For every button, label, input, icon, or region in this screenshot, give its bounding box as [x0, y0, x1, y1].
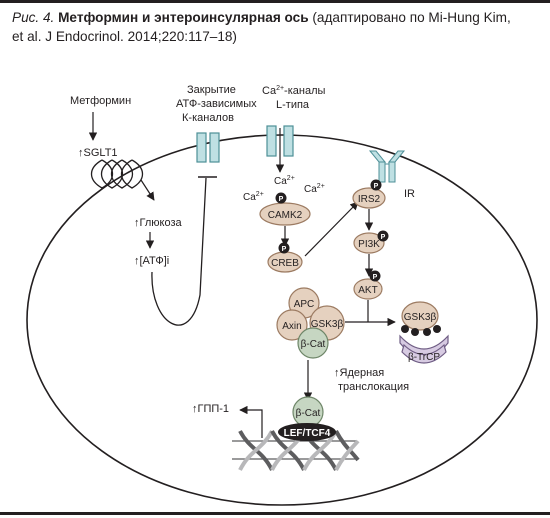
btrcp-label: β-TrCP — [408, 352, 440, 363]
ca-ion-3: Ca2+ — [304, 183, 325, 195]
figure-title: Метформин и энтероинсулярная ось — [58, 10, 309, 25]
svg-text:P: P — [279, 196, 284, 203]
bcat-complex-circle — [297, 327, 329, 359]
arrow-sglt1-in — [140, 179, 155, 201]
pi3k-node: PI3K — [353, 232, 385, 254]
axin-circle — [276, 309, 308, 341]
ca-channel-label-1: Ca2+-каналы — [262, 85, 325, 97]
glucose-label: ↑Глюкоза — [134, 217, 182, 229]
svg-text:P: P — [282, 246, 287, 253]
figure-source-note-1: (адаптировано по Mi-Hung Kim, — [312, 10, 511, 25]
phospho-camk2: P — [275, 192, 287, 204]
lef-tcf4: LEF/TCF4 — [278, 423, 336, 441]
btrcp-complex: β-TrCP GSK3β — [399, 301, 449, 364]
creb-node: CREB — [267, 251, 303, 273]
arrow-glp1 — [239, 405, 263, 438]
sglt1-label: ↑SGLT1 — [78, 147, 118, 159]
svg-text:CAMK2: CAMK2 — [268, 210, 303, 221]
katp-channel — [196, 132, 220, 163]
ir-label: IR — [404, 188, 415, 200]
sglt1-transporter — [90, 159, 144, 189]
camk2-node: CAMK2 — [259, 202, 311, 226]
gsk3b-inactive-circle — [401, 301, 439, 331]
arrow-creb-irs2 — [304, 201, 359, 257]
cell-membrane — [26, 134, 538, 506]
bcat-nuclear: β-Cat — [292, 396, 324, 428]
akt-node: AKT — [353, 278, 383, 300]
irs2-node: IRS2 — [352, 187, 386, 209]
svg-text:P: P — [373, 274, 378, 281]
bottom-rule — [0, 512, 550, 515]
top-rule — [0, 0, 550, 3]
metformin-label: Метформин — [70, 95, 131, 107]
gsk3b-label: GSK3β — [311, 319, 344, 330]
katp-label-1: Закрытие — [187, 84, 236, 96]
svg-text:AKT: AKT — [358, 285, 377, 296]
phospho-akt: P — [369, 270, 381, 282]
axin-label: Axin — [282, 321, 301, 332]
nuclear-label-1: ↑Ядерная — [334, 367, 384, 379]
figure-number: Рис. 4. — [12, 10, 55, 25]
destruction-complex: APC Axin GSK3β β-Cat — [276, 287, 345, 359]
svg-text:P: P — [374, 183, 379, 190]
katp-label-2: АТФ-зависимых — [176, 98, 257, 110]
nuclear-label-2: транслокация — [338, 381, 409, 393]
atp-inhibition-curve — [151, 177, 207, 326]
ca-channel — [266, 125, 294, 157]
katp-label-3: К-каналов — [182, 112, 234, 124]
svg-text:PI3K: PI3K — [358, 239, 380, 250]
glp1-label: ↑ГПП-1 — [192, 403, 229, 415]
svg-text:CREB: CREB — [271, 258, 299, 269]
phospho-irs2: P — [370, 179, 382, 191]
bcat-complex-label: β-Cat — [301, 339, 326, 350]
figure-caption: Рис. 4. Метформин и энтероинсулярная ось… — [12, 8, 540, 46]
ca-ion-2: Ca2+ — [243, 191, 264, 203]
apc-label: APC — [294, 299, 315, 310]
phospho-pi3k: P — [377, 230, 389, 242]
phospho-creb: P — [278, 242, 290, 254]
figure-source-note-2: et al. J Endocrinol. 2014;220:117–18) — [12, 29, 237, 44]
svg-text:LEF/TCF4: LEF/TCF4 — [284, 428, 331, 439]
svg-text:P: P — [381, 234, 386, 241]
svg-text:β-Cat: β-Cat — [296, 408, 321, 419]
ca-channel-label-2: L-типа — [276, 99, 310, 111]
ca-ion-1: Ca2+ — [274, 175, 295, 187]
svg-text:IRS2: IRS2 — [358, 194, 381, 205]
insulin-receptor — [368, 150, 406, 183]
atp-label: ↑[АТФ]i — [134, 255, 169, 267]
gsk3b-inactive-label: GSK3β — [404, 312, 437, 323]
